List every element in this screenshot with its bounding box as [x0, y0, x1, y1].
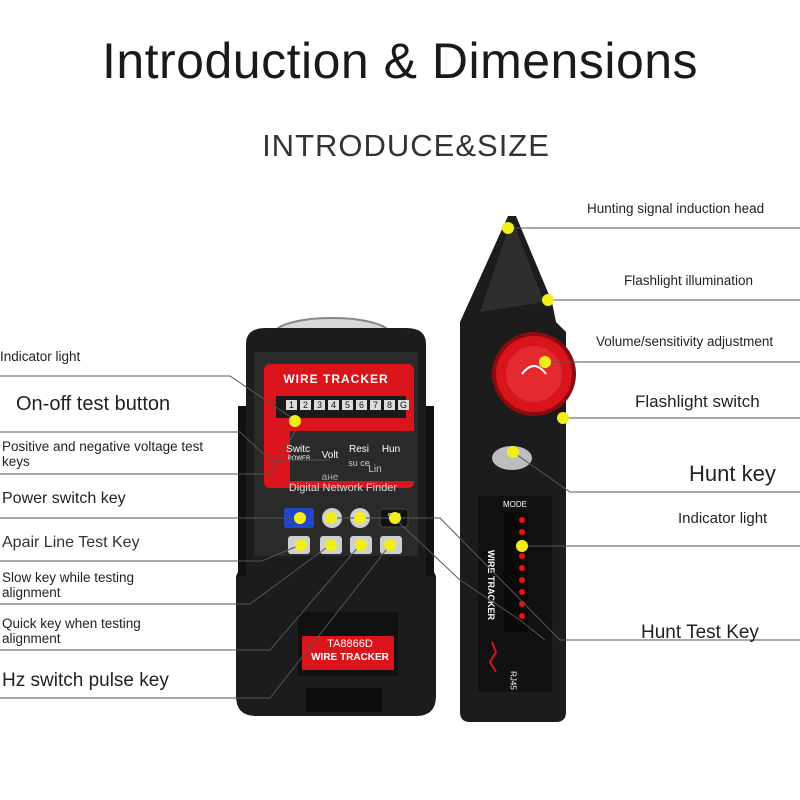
led-g: G — [398, 400, 409, 410]
label-on-off-test-button: On-off test button — [16, 393, 171, 415]
label-hunting-induction-head: Hunting signal induction head — [587, 201, 765, 216]
label-flashlight-illumination: Flashlight illumination — [624, 273, 754, 288]
led-3: 3 — [314, 400, 325, 410]
key-label-hun: Hun — [381, 444, 401, 455]
led-4: 4 — [328, 400, 339, 410]
receiver-mode-label: MODE — [503, 500, 527, 509]
label-hunt-key: Hunt key — [689, 461, 776, 486]
label-quick-key: Quick key when testing alignment — [2, 616, 141, 646]
key-sublabel-power: POWER — [287, 456, 311, 462]
key-extra-volt: ане — [321, 472, 339, 483]
model-number: TA8866D — [327, 638, 373, 650]
key-label-resi: Resi — [348, 444, 369, 455]
label-power-switch-key: Power switch key — [2, 490, 126, 507]
label-voltage-test-keys: Positive and negative voltage test keys — [2, 439, 204, 469]
led-row: 1 2 3 4 5 6 7 8 G — [286, 400, 410, 410]
led-2: 2 — [300, 400, 311, 410]
page-subtitle: INTRODUCE&SIZE — [262, 128, 550, 163]
transmitter-screen-title: WIRE TRACKER — [283, 372, 389, 386]
label-indicator-light-left: Indicator light — [0, 349, 81, 364]
label-indicator-light-right: Indicator light — [678, 510, 768, 527]
label-volume-sensitivity: Volume/sensitivity adjustment — [596, 334, 774, 349]
model-tag: WIRE TRACKER — [311, 652, 389, 663]
label-hz-switch-pulse-key: Hz switch pulse key — [2, 670, 169, 691]
led-5: 5 — [342, 400, 353, 410]
label-apair-line-test-key: Apair Line Test Key — [2, 534, 140, 551]
label-flashlight-switch: Flashlight switch — [635, 392, 760, 411]
led-6: 6 — [356, 400, 367, 410]
key-label-switch: Switc — [286, 444, 310, 455]
key-extra-resi: su ce — [348, 458, 370, 468]
key-label-volt: Volt — [321, 450, 339, 461]
led-7: 7 — [370, 400, 381, 410]
receiver-device — [460, 216, 576, 722]
finder-text: Digital Network Finder — [288, 482, 398, 494]
led-1: 1 — [286, 400, 297, 410]
key-sublabel-lin: Lin — [368, 464, 382, 475]
page-title: Introduction & Dimensions — [101, 33, 699, 89]
led-8: 8 — [384, 400, 395, 410]
label-slow-key: Slow key while testing alignment — [2, 570, 135, 600]
label-hunt-test-key: Hunt Test Key — [641, 622, 759, 643]
